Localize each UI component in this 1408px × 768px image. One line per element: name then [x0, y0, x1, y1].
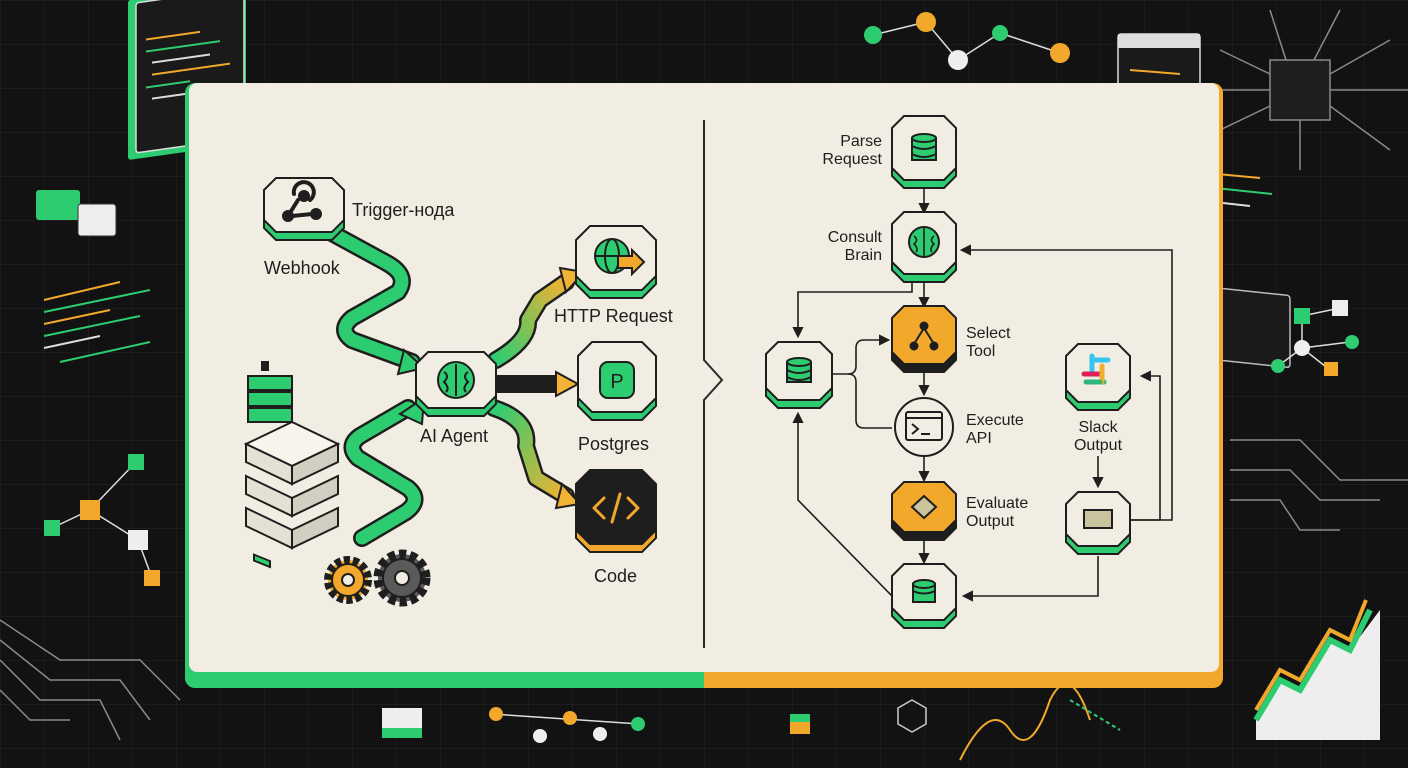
- consult-brain-label-1: Consult: [828, 229, 883, 246]
- brain-icon: [437, 361, 475, 399]
- left-flow-pipes: [321, 223, 575, 547]
- execute-api-label-2: API: [966, 430, 992, 447]
- ai-agent-caption: AI Agent: [420, 426, 488, 446]
- slack-output-label-1: Slack: [1078, 419, 1118, 436]
- select-tool-node[interactable]: [891, 305, 957, 373]
- parse-request-node[interactable]: [891, 115, 957, 189]
- gears-icon: [324, 549, 431, 607]
- code-node[interactable]: [575, 469, 657, 553]
- memory-database-node[interactable]: [765, 341, 833, 409]
- right-flow-connectors: [792, 186, 1173, 602]
- panel-divider: [703, 120, 724, 648]
- evaluate-output-label-1: Evaluate: [966, 495, 1028, 512]
- consult-brain-node[interactable]: [891, 211, 957, 283]
- postgres-p-icon: P: [599, 361, 635, 399]
- ai-agent-node[interactable]: [415, 351, 497, 417]
- result-database-node[interactable]: [891, 563, 957, 629]
- decor-node-graph-left: [44, 454, 160, 586]
- trigger-title: Trigger-нода: [352, 200, 455, 220]
- decor-circuit-lines-right: [1230, 439, 1408, 531]
- database-icon: [786, 357, 812, 383]
- webhook-icon: [282, 180, 322, 222]
- select-tool-label-1: Select: [966, 325, 1011, 342]
- router-node[interactable]: [1065, 491, 1131, 555]
- branch-icon: [909, 321, 939, 351]
- decor-node-graph-top: [864, 12, 1070, 70]
- decor-circuit-lines-left: [0, 619, 181, 741]
- select-tool-label-2: Tool: [966, 343, 995, 360]
- diamond-icon: [1083, 509, 1113, 529]
- consult-brain-label-2: Brain: [845, 247, 882, 264]
- brain-icon: [908, 226, 940, 258]
- parse-request-label-2: Request: [822, 151, 882, 168]
- evaluate-output-node[interactable]: [891, 481, 957, 541]
- diamond-icon: [910, 494, 938, 520]
- decor-chat-bubbles: [36, 190, 117, 237]
- slack-output-node[interactable]: [1065, 343, 1131, 411]
- server-stack-illustration: [243, 361, 341, 569]
- execute-api-node[interactable]: [894, 397, 954, 457]
- webhook-caption: Webhook: [264, 258, 341, 278]
- slack-icon: [1081, 353, 1111, 385]
- code-caption: Code: [594, 566, 637, 586]
- database-icon: [911, 133, 937, 161]
- terminal-icon: [905, 411, 943, 441]
- main-panel: [189, 83, 1219, 672]
- parse-request-label-1: Parse: [840, 133, 882, 150]
- decor-area-chart: [1253, 599, 1380, 740]
- webhook-trigger-node[interactable]: [263, 177, 345, 241]
- svg-text:P: P: [610, 371, 623, 393]
- decor-code-lines-left: [43, 281, 151, 363]
- globe-arrow-icon: [594, 238, 646, 277]
- postgres-caption: Postgres: [578, 434, 649, 454]
- slack-output-label-2: Output: [1074, 437, 1123, 454]
- code-brackets-icon: [592, 492, 640, 524]
- postgres-node[interactable]: P: [577, 341, 657, 421]
- database-icon: [912, 579, 936, 603]
- evaluate-output-label-2: Output: [966, 513, 1015, 530]
- decor-bottom-elements: [382, 683, 1121, 761]
- http-request-caption: HTTP Request: [554, 306, 673, 326]
- decor-circuit-chip: [1200, 9, 1408, 170]
- decor-node-graph-right: [1271, 300, 1359, 376]
- http-request-node[interactable]: [575, 225, 657, 299]
- execute-api-label-1: Execute: [966, 412, 1024, 429]
